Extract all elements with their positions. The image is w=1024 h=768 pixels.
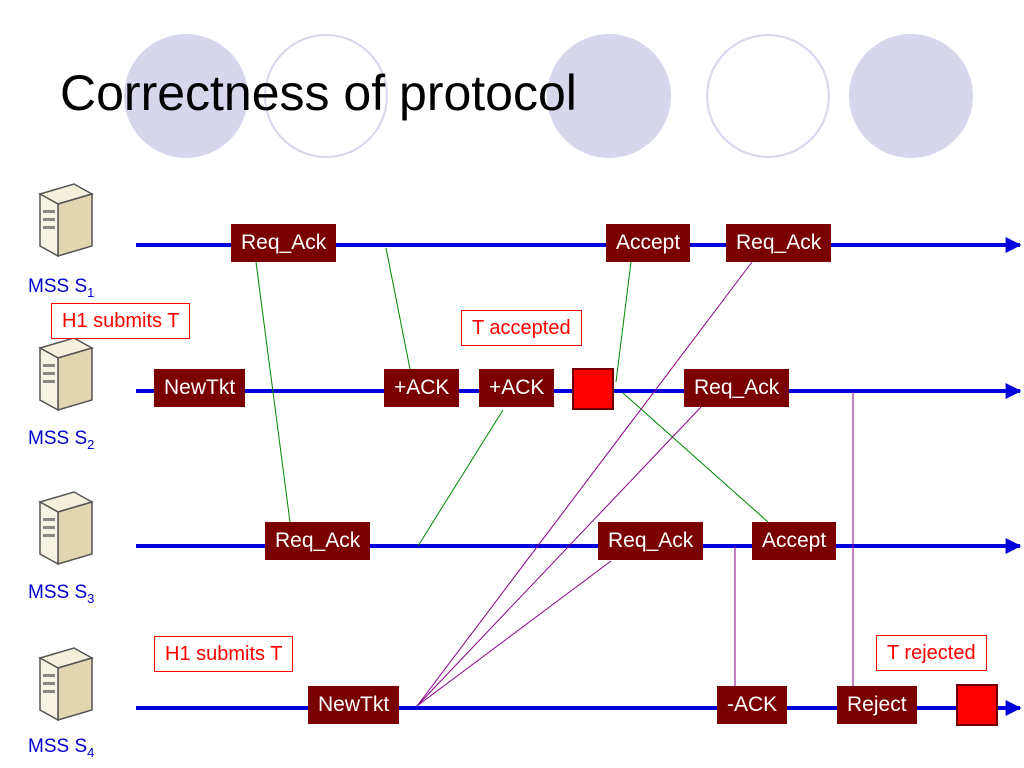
note-t-rejected: T rejected <box>876 635 987 671</box>
msg-line-green <box>622 392 769 523</box>
msg-line-green <box>385 247 411 370</box>
server-label-s2: MSS S2 <box>28 428 95 452</box>
msg-s1-accept: Accept <box>606 224 691 262</box>
note-t-accepted: T accepted <box>461 310 582 346</box>
msg-s4-newtkt: NewTkt <box>308 686 400 724</box>
msg-s2-ack-1: +ACK <box>384 369 460 407</box>
note-h1-submits-top: H1 submits T <box>51 303 191 339</box>
server-icon <box>38 183 94 258</box>
note-h1-submits-bottom: H1 submits T <box>154 636 294 672</box>
msg-s3-req-ack: Req_Ack <box>265 522 371 560</box>
msg-s2-newtkt: NewTkt <box>154 369 246 407</box>
slide-title: Correctness of protocol <box>60 65 577 121</box>
server-icon <box>38 491 94 566</box>
msg-line-green <box>615 261 632 383</box>
decor-circle-filled <box>124 34 248 158</box>
msg-line-purple <box>416 406 702 707</box>
server-label-s1: MSS S1 <box>28 276 95 300</box>
msg-s2-ack-2: +ACK <box>479 369 555 407</box>
reject-marker-s4 <box>956 684 998 726</box>
msg-line-purple <box>416 261 753 707</box>
server-icon <box>38 647 94 722</box>
msg-s2-req-ack: Req_Ack <box>684 369 790 407</box>
msg-s4-reject: Reject <box>837 686 917 724</box>
msg-s4-nack: -ACK <box>717 686 788 724</box>
server-label-s4: MSS S4 <box>28 736 95 760</box>
decor-circle-outline <box>264 34 388 158</box>
msg-line-green <box>255 261 291 523</box>
msg-s3-accept: Accept <box>752 522 837 560</box>
commit-marker-s2 <box>572 368 614 410</box>
decor-circle-filled <box>547 34 671 158</box>
decor-circle-filled <box>849 34 973 158</box>
msg-line-purple <box>416 560 612 707</box>
msg-s3-req-ack-2: Req_Ack <box>598 522 704 560</box>
msg-s1-req-ack-2: Req_Ack <box>726 224 832 262</box>
server-icon <box>38 337 94 412</box>
decor-circle-outline <box>706 34 830 158</box>
msg-s1-req-ack: Req_Ack <box>231 224 337 262</box>
msg-line-green <box>417 409 504 547</box>
server-label-s3: MSS S3 <box>28 582 95 606</box>
